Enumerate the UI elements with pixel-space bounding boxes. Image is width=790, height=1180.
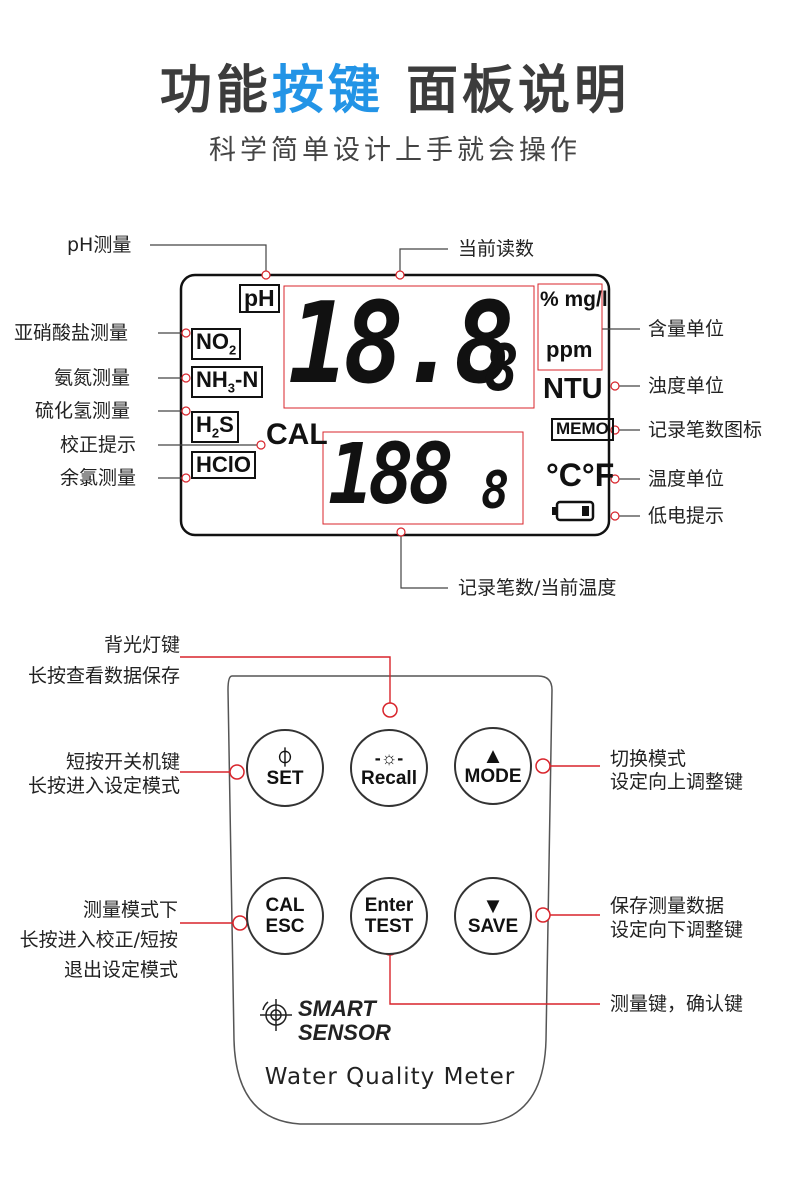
page-subtitle: 科学简单设计上手就会操作 — [209, 135, 581, 166]
backlight-leader — [180, 656, 391, 703]
battery-icon — [552, 500, 595, 522]
lcd-hclo: HClO — [191, 451, 256, 480]
lcd-unit-ppm: ppm — [546, 337, 593, 362]
set-button[interactable]: ⏀ SET — [246, 729, 324, 807]
lcd-memo: MEMO — [551, 418, 614, 441]
label-turbidity-unit: 浊度单位 — [648, 375, 725, 397]
power-key-marker — [229, 764, 245, 780]
recall-label: Recall — [361, 767, 417, 789]
record-marker — [396, 527, 406, 537]
brand-line1: SMART — [298, 996, 376, 1021]
nitrite-marker — [181, 328, 191, 338]
label-calibration: 校正提示 — [60, 434, 137, 456]
backlight-key-marker — [382, 702, 398, 718]
mode-button[interactable]: ▲ MODE — [454, 727, 532, 805]
label-h2s: 硫化氢测量 — [35, 400, 131, 422]
label-temp-unit: 温度单位 — [648, 468, 725, 490]
title-highlight: 按键 — [271, 61, 384, 121]
lcd-unit-line1: % mg/l — [540, 288, 608, 311]
save-key-marker — [535, 907, 551, 923]
lcd-main-digits: 18.8 — [288, 279, 515, 409]
turbidity-marker — [610, 381, 620, 391]
label-power-long: 长按进入设定模式 — [27, 775, 180, 797]
ph-leader — [150, 244, 267, 275]
recall-button[interactable]: -☼- Recall — [350, 729, 428, 807]
lcd-cal: CAL — [266, 418, 328, 451]
mode-key-marker — [535, 758, 551, 774]
unit-marker — [537, 283, 603, 371]
label-backlight-long: 长按查看数据保存 — [27, 665, 180, 687]
label-ph-measure: pH测量 — [67, 234, 132, 256]
power-icon: ⏀ — [276, 747, 294, 768]
set-label: SET — [266, 767, 304, 789]
cal-label: CAL — [265, 895, 305, 916]
label-memo-icon: 记录笔数图标 — [648, 419, 763, 441]
label-power-short: 短按开关机键 — [65, 751, 180, 773]
ammonia-marker — [181, 373, 191, 383]
label-record-temp: 记录笔数/当前温度 — [458, 577, 617, 599]
enter-label: Enter — [364, 895, 414, 916]
label-save-line1: 保存测量数据 — [610, 895, 725, 917]
cal-marker — [256, 440, 266, 450]
label-mode-switch: 切换模式 — [610, 748, 687, 770]
reading-marker — [395, 270, 405, 280]
device-outline — [227, 675, 553, 1125]
reading-leader — [399, 248, 448, 275]
record-leader — [400, 532, 448, 589]
battery-marker — [610, 511, 620, 521]
mode-label: MODE — [464, 765, 522, 787]
meter-name: Water Quality Meter — [264, 1064, 516, 1090]
up-arrow-icon: ▲ — [482, 742, 504, 768]
esc-label: ESC — [265, 916, 305, 937]
page-title: 功能按键 面板说明 — [159, 61, 631, 121]
label-cal-line3: 退出设定模式 — [63, 959, 178, 981]
label-test-key: 测量键，确认键 — [610, 993, 744, 1015]
h2s-marker — [181, 406, 191, 416]
lcd-temp-units: °C°F — [546, 457, 615, 493]
lcd-ph: pH — [239, 284, 280, 314]
ph-marker — [261, 270, 271, 280]
save-label: SAVE — [467, 915, 519, 937]
lcd-sub-small-digit: 8 — [481, 461, 509, 521]
lcd-main-small-digit: 8 — [484, 332, 519, 406]
label-chlorine: 余氯测量 — [60, 467, 137, 489]
lcd-no2: NO2 — [191, 328, 242, 360]
main-digits-marker — [283, 285, 535, 409]
lcd-nh3n: NH3-N — [191, 366, 264, 398]
label-backlight: 背光灯键 — [103, 634, 180, 656]
lcd-sub-digits: 188 — [328, 425, 454, 523]
temp-unit-marker — [610, 474, 620, 484]
chlorine-marker — [181, 473, 191, 483]
lcd-frame — [179, 273, 611, 537]
lcd-ntu: NTU — [543, 373, 603, 405]
label-save-line2: 设定向下调整键 — [610, 919, 744, 941]
cal-esc-button[interactable]: CAL ESC — [246, 877, 324, 955]
backlight-icon: -☼- — [374, 747, 404, 768]
down-arrow-icon: ▼ — [482, 892, 504, 918]
label-cal-line2: 长按进入校正/短按 — [19, 929, 178, 951]
label-nitrite: 亚硝酸盐测量 — [14, 322, 129, 344]
cal-key-marker — [232, 915, 248, 931]
brand-line2: SENSOR — [298, 1020, 391, 1045]
sub-digits-marker — [322, 431, 524, 525]
label-cal-line1: 测量模式下 — [82, 899, 178, 921]
label-ammonia: 氨氮测量 — [54, 367, 131, 389]
test-leader — [389, 955, 600, 1005]
label-low-battery: 低电提示 — [648, 505, 725, 527]
test-label: TEST — [364, 916, 414, 937]
enter-test-button[interactable]: Enter TEST — [350, 877, 428, 955]
lcd-h2s: H2S — [191, 411, 239, 443]
save-button[interactable]: ▼ SAVE — [454, 877, 532, 955]
label-current-reading: 当前读数 — [458, 238, 535, 260]
label-mode-up: 设定向上调整键 — [610, 771, 744, 793]
label-content-unit: 含量单位 — [648, 318, 725, 340]
sensor-logo-icon — [260, 999, 292, 1031]
